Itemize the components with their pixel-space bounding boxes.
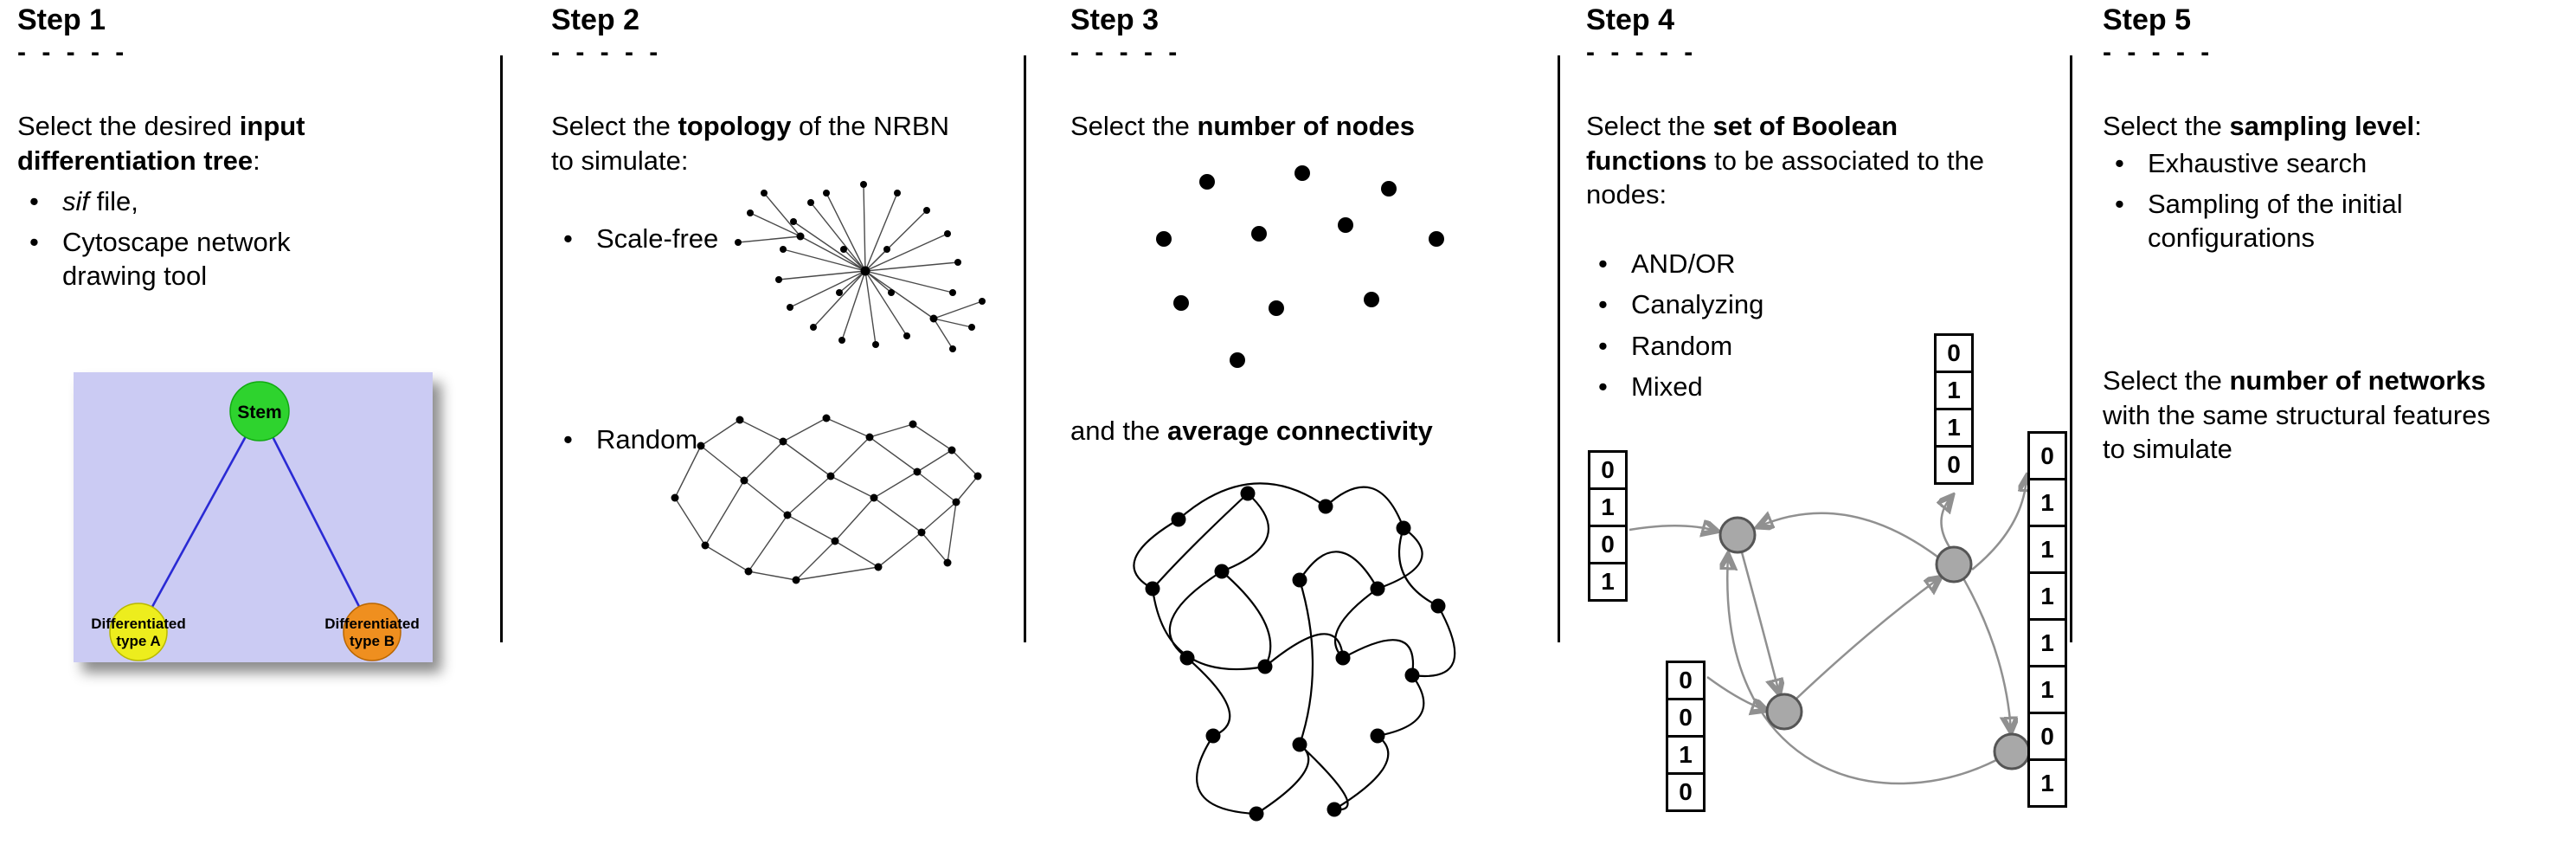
truth-table-cell: 1 [2027, 665, 2067, 714]
boolean-node-3 [1765, 693, 1803, 731]
truth-table-cell: 1 [2027, 758, 2067, 808]
truth-table-right: 0 1 1 1 1 1 0 1 [2027, 431, 2067, 808]
differentiation-tree-image: Stem Differentiated type A Differentiate… [74, 372, 433, 662]
tangle-edges [1133, 482, 1456, 816]
step4-dashes: - - - - - [1586, 38, 1698, 67]
truth-table-cell: 1 [1934, 408, 1974, 448]
stem-label: Stem [237, 403, 281, 422]
boolean-node-4 [1993, 732, 2031, 770]
truth-table-cell: 1 [2027, 525, 2067, 574]
truth-table-cell: 1 [2027, 571, 2067, 621]
stem-node [229, 381, 290, 442]
type-b-node [343, 603, 401, 661]
step1-dashes: - - - - - [17, 38, 129, 67]
scale-free-network-image [697, 163, 1001, 390]
step4-title: Step 4 [1586, 3, 1675, 36]
bullet-and-or: AND/OR [1586, 248, 1898, 281]
step4-intro: Select the set of Boolean functions to b… [1586, 111, 1985, 210]
bullet-random: Random [551, 424, 697, 455]
step2-title: Step 2 [551, 3, 640, 36]
truth-table-cell: 0 [1588, 525, 1628, 564]
truth-table-cell: 1 [1588, 562, 1628, 602]
bullet-random-functions: Random [1586, 330, 1898, 364]
type-a-label-line1: Differentiated [91, 616, 186, 632]
bullet-cytoscape: Cytoscape network drawing tool [17, 226, 357, 293]
type-b-label-line2: type B [350, 633, 395, 649]
random-edges [674, 417, 979, 581]
truth-table-cell: 0 [1666, 772, 1706, 812]
step3-column: Step 3 - - - - - Select the number of no… [1070, 0, 1551, 851]
bullet-scale-free: Scale-free [551, 223, 718, 255]
scale-free-nodes [735, 181, 986, 352]
random-nodes [671, 414, 982, 584]
step1-intro: Select the desired input differentiation… [17, 111, 305, 176]
scale-free-edges [737, 184, 983, 350]
nodes-dots-svg [1156, 165, 1444, 368]
type-a-node [109, 603, 168, 661]
step5-title: Step 5 [2103, 3, 2192, 36]
bullet-mixed: Mixed [1586, 371, 1898, 404]
bullet-exhaustive-search: Exhaustive search [2103, 147, 2470, 181]
bullet-canalyzing: Canalyzing [1586, 288, 1898, 322]
step5-column: Step 5 - - - - - Select the sampling lev… [2103, 0, 2566, 851]
truth-table-left: 0 1 0 1 [1588, 450, 1628, 602]
truth-table-cell: 0 [1934, 445, 1974, 485]
bullet-sif-file: sif file, [17, 185, 357, 219]
boolean-nodes [1718, 516, 2031, 770]
dots [1156, 165, 1444, 368]
scale-free-network-svg [735, 181, 986, 352]
boolean-network-svg [1628, 329, 2071, 785]
step3-intro: Select the number of nodes [1070, 111, 1415, 141]
step3-connectivity-text: and the average connectivity [1070, 416, 1433, 446]
tangle-nodes [1145, 486, 1446, 822]
truth-table-cell: 0 [1666, 698, 1706, 738]
random-network-image [653, 394, 992, 612]
boolean-node-2 [1935, 545, 1973, 583]
step5-networks-text: Select the number of networks with the s… [2103, 365, 2490, 465]
truth-table-cell: 1 [1666, 735, 1706, 775]
column-divider-4 [2070, 55, 2072, 642]
boolean-arrows [1628, 478, 2027, 785]
truth-table-cell: 1 [2027, 618, 2067, 667]
step5-bullet-list: Exhaustive search Sampling of the initia… [2103, 147, 2470, 262]
tree-edges [137, 410, 374, 633]
step5-intro: Select the sampling level: [2103, 111, 2422, 141]
differentiation-tree-svg: Stem Differentiated type A Differentiate… [91, 381, 420, 661]
step2-intro: Select the topology of the NRBN to simul… [551, 111, 949, 176]
truth-table-cell: 0 [2027, 712, 2067, 761]
truth-table-cell: 0 [1588, 450, 1628, 490]
connectivity-network-svg [1133, 482, 1456, 822]
nodes-dots-image [1121, 163, 1493, 384]
step5-dashes: - - - - - [2103, 38, 2214, 67]
truth-table-cell: 0 [1666, 661, 1706, 700]
truth-table-bottom: 0 0 1 0 [1666, 661, 1706, 812]
boolean-network-diagram [1586, 329, 2071, 851]
column-divider-3 [1558, 55, 1560, 642]
truth-table-cell: 1 [1588, 487, 1628, 527]
step3-title: Step 3 [1070, 3, 1160, 36]
truth-table-cell: 1 [2027, 478, 2067, 527]
connectivity-network-image [1118, 467, 1473, 835]
step1-bullet-list: sif file, Cytoscape network drawing tool [17, 185, 357, 300]
step4-column: Step 4 - - - - - Select the set of Boole… [1586, 0, 2068, 851]
type-b-label-line1: Differentiated [324, 616, 420, 632]
truth-table-cell: 1 [1934, 371, 1974, 410]
step2-dashes: - - - - - [551, 38, 663, 67]
boolean-node-1 [1718, 516, 1757, 554]
step2-column: Step 2 - - - - - Select the topology of … [551, 0, 1014, 851]
truth-table-top: 0 1 1 0 [1934, 333, 1974, 485]
truth-table-cell: 0 [1934, 333, 1974, 373]
type-a-label-line2: type A [116, 633, 160, 649]
step1-column: Step 1 - - - - - Select the desired inpu… [17, 0, 489, 851]
bullet-sampling-initial: Sampling of the initial configurations [2103, 188, 2470, 255]
step3-dashes: - - - - - [1070, 38, 1182, 67]
step4-bullet-list: AND/OR Canalyzing Random Mixed [1586, 248, 1898, 412]
column-divider-2 [1024, 55, 1026, 642]
random-network-svg [671, 414, 982, 584]
step1-title: Step 1 [17, 3, 106, 36]
column-divider-1 [500, 55, 503, 642]
truth-table-cell: 0 [2027, 431, 2067, 480]
